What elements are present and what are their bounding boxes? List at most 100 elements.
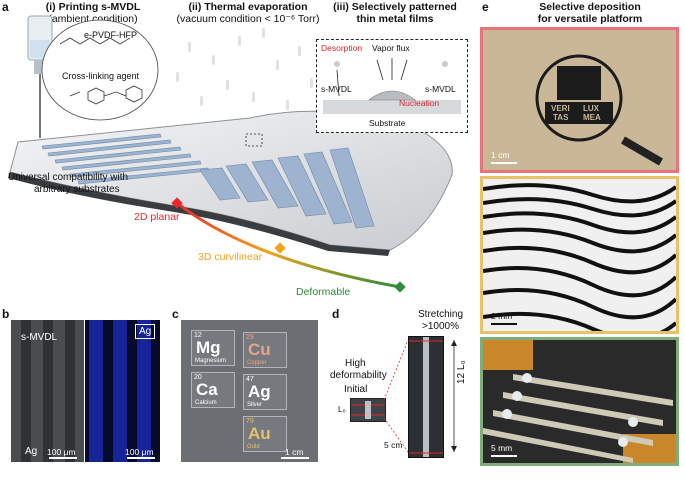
seal-word4: MEA [583,113,601,122]
substrate-arc [176,201,401,289]
marker-curvilinear [274,242,286,254]
micrograph-eds: Ag 100 μm [85,320,160,462]
scale-bar-e3 [491,455,517,457]
panel-label-b: b [2,307,10,321]
stretch-value: >1000% [422,321,459,332]
initial-sample-lines [351,401,385,419]
stretched-sample [408,336,444,458]
element-num: 29 [246,334,254,341]
panel-e-title1: Selective deposition [539,1,641,13]
deformability-label: deformability [330,370,387,381]
fabrication-schematic [8,15,453,293]
element-num: 20 [194,374,202,381]
marker-deformable [394,281,406,293]
stretch-guides [384,339,457,453]
element-name: Copper [247,360,267,366]
element-sym: Ca [196,380,218,399]
inset-smvdl-right: s-MVDL [425,84,456,94]
label-deformable: Deformable [296,286,351,298]
step2-subtitle: (vacuum condition < 10⁻⁶ Torr) [176,13,320,25]
photo-electrodes: 5 mm [480,337,679,466]
scale-bar-e2 [491,323,517,325]
scale-bar-c [281,457,309,459]
scale-text-c: 1 cm [285,447,304,457]
electrodes-drawing [483,340,676,463]
wavy-stripes-drawing [483,183,676,331]
panel-label-c: c [172,307,179,321]
inset-atom-right [442,61,448,67]
inset-drawing [323,58,461,114]
stretched-sample-lines [409,337,443,457]
panel-e-title2: for versatile platform [537,13,643,25]
scale-bar-e1 [491,162,517,164]
panel-label-a: a [2,0,9,14]
eds-stripes [89,320,151,462]
element-num: 79 [246,418,254,425]
nucleation-inset: Desorption Vapor flux s-MVDL s-MVDL Nucl… [316,39,468,133]
step3-title-line2: thin metal films [356,13,434,25]
high-label: High [345,358,366,369]
element-sym: Au [248,424,271,443]
compat-line1: Universal compatibility with [8,172,129,183]
element-sym: Cu [248,340,271,359]
inset-desorption: Desorption [321,43,363,53]
element-sym: Mg [196,338,221,357]
stretching-label: Stretching [418,309,464,320]
inset-substrate-layer [323,100,461,114]
scale-bar-b-right [127,457,155,459]
seal-word3: TAS [553,113,569,122]
panel-e-header: Selective deposition for versatile platf… [500,1,680,25]
inset-nucleus [368,90,416,101]
inset-substrate: Substrate [369,118,406,128]
crosslinker-label: Cross-linking agent [62,71,140,81]
scale-text-e3: 5 mm [491,443,513,453]
l0-label: L₀ [338,405,346,414]
zoom-box [245,133,263,147]
scale-bar-b-left [49,457,77,459]
ag-map-box: Ag [135,324,156,339]
twelve-l0-label: 12 L₀ [456,360,467,384]
compat-line2: arbitrary substrates [34,184,120,195]
vapor-droplets [176,28,313,110]
seal-drawing [535,54,664,166]
step1-title: (i) Printing s-MVDL [45,1,141,13]
label-3d-curvilinear: 3D curvilinear [198,251,263,263]
step2-title: (ii) Thermal evaporation [188,1,308,13]
step3-title: (iii) Selectively patterned [333,1,457,13]
element-num: 12 [194,332,202,339]
scale-text-b-right: 100 μm [125,447,154,457]
micrograph-optical: s-MVDL Ag 100 μm [11,320,84,462]
optical-stripes [21,320,75,462]
marker-planar [171,197,183,209]
element-name: Silver [247,402,263,408]
scale-text-e2: 2 mm [491,311,513,321]
molecule-bubble [41,19,159,121]
inset-atom-left [334,61,340,67]
printed-stripes [41,133,375,229]
label-2d-planar: 2D planar [134,211,180,223]
initial-label: Initial [344,384,368,395]
smvdl-label: s-MVDL [21,332,58,343]
element-sym: Ag [248,382,271,401]
seal-word2: LUX [583,104,599,113]
scale-text-b-left: 100 μm [47,447,76,457]
step2-header: (ii) Thermal evaporation (vacuum conditi… [168,1,328,25]
element-name: Gold [247,444,260,450]
substrate-edge [8,172,390,256]
inset-arrows [336,58,408,97]
photo-wavy-stripes: 2 mm [480,176,679,334]
molecule-label: e-PVDF-HFP [84,30,138,40]
molecule-structure [59,37,143,105]
scale-text-e1: 1 cm [491,150,510,160]
ag-label: Ag [25,446,38,457]
element-name: Calcium [195,400,217,406]
element-num: 47 [246,376,254,383]
step3-header: (iii) Selectively patterned thin metal f… [330,1,460,25]
photo-seal: VERI LUX TAS MEA 1 cm [480,27,679,173]
